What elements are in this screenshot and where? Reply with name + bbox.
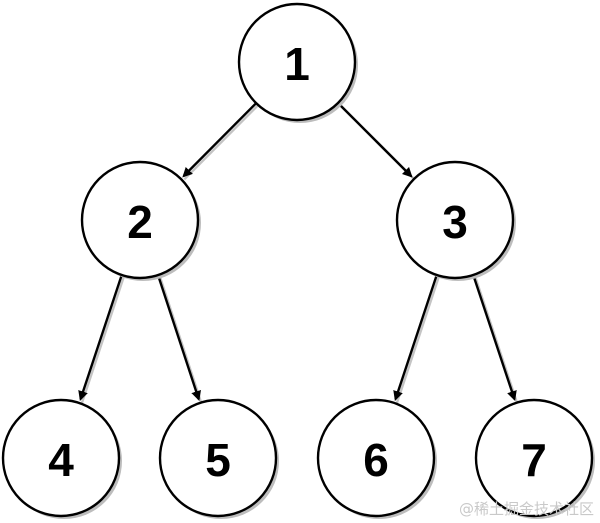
node-label-7: 7 — [521, 434, 547, 486]
edge-shadow-3-6 — [395, 276, 440, 404]
nodes-layer: 1 2 3 4 5 6 7 — [1, 2, 595, 519]
edge-2-5 — [156, 274, 201, 401]
node-label-2: 2 — [127, 196, 153, 248]
tree-node-7: 7 — [474, 398, 595, 519]
tree-node-4: 4 — [1, 398, 122, 519]
node-circle-6 — [316, 398, 436, 518]
node-circle-7 — [474, 398, 594, 518]
node-label-6: 6 — [363, 434, 389, 486]
edges-layer — [78, 102, 519, 404]
edge-shadow-2-4 — [80, 276, 125, 404]
tree-node-2: 2 — [80, 160, 201, 281]
tree-node-1: 1 — [237, 2, 358, 123]
node-label-3: 3 — [442, 196, 468, 248]
node-circle-4 — [1, 398, 121, 518]
node-label-4: 4 — [48, 434, 74, 486]
edge-1-2 — [182, 102, 257, 178]
node-label-1: 1 — [284, 38, 310, 90]
edge-3-7 — [472, 274, 517, 402]
tree-node-6: 6 — [316, 398, 437, 519]
node-circle-1 — [237, 2, 357, 122]
edge-shadow-1-2 — [183, 104, 259, 181]
node-label-5: 5 — [205, 434, 231, 486]
edge-3-6 — [393, 274, 438, 402]
watermark: @稀土掘金技术社区 — [458, 500, 594, 518]
edge-2-4 — [78, 274, 123, 402]
edge-1-3 — [337, 102, 413, 178]
node-circle-2 — [80, 160, 200, 280]
edge-shadow-3-7 — [474, 276, 519, 404]
edge-shadow-2-5 — [158, 276, 203, 404]
tree-node-3: 3 — [395, 160, 516, 281]
node-circle-5 — [158, 398, 278, 518]
tree-node-5: 5 — [158, 398, 279, 519]
node-circle-3 — [395, 160, 515, 280]
